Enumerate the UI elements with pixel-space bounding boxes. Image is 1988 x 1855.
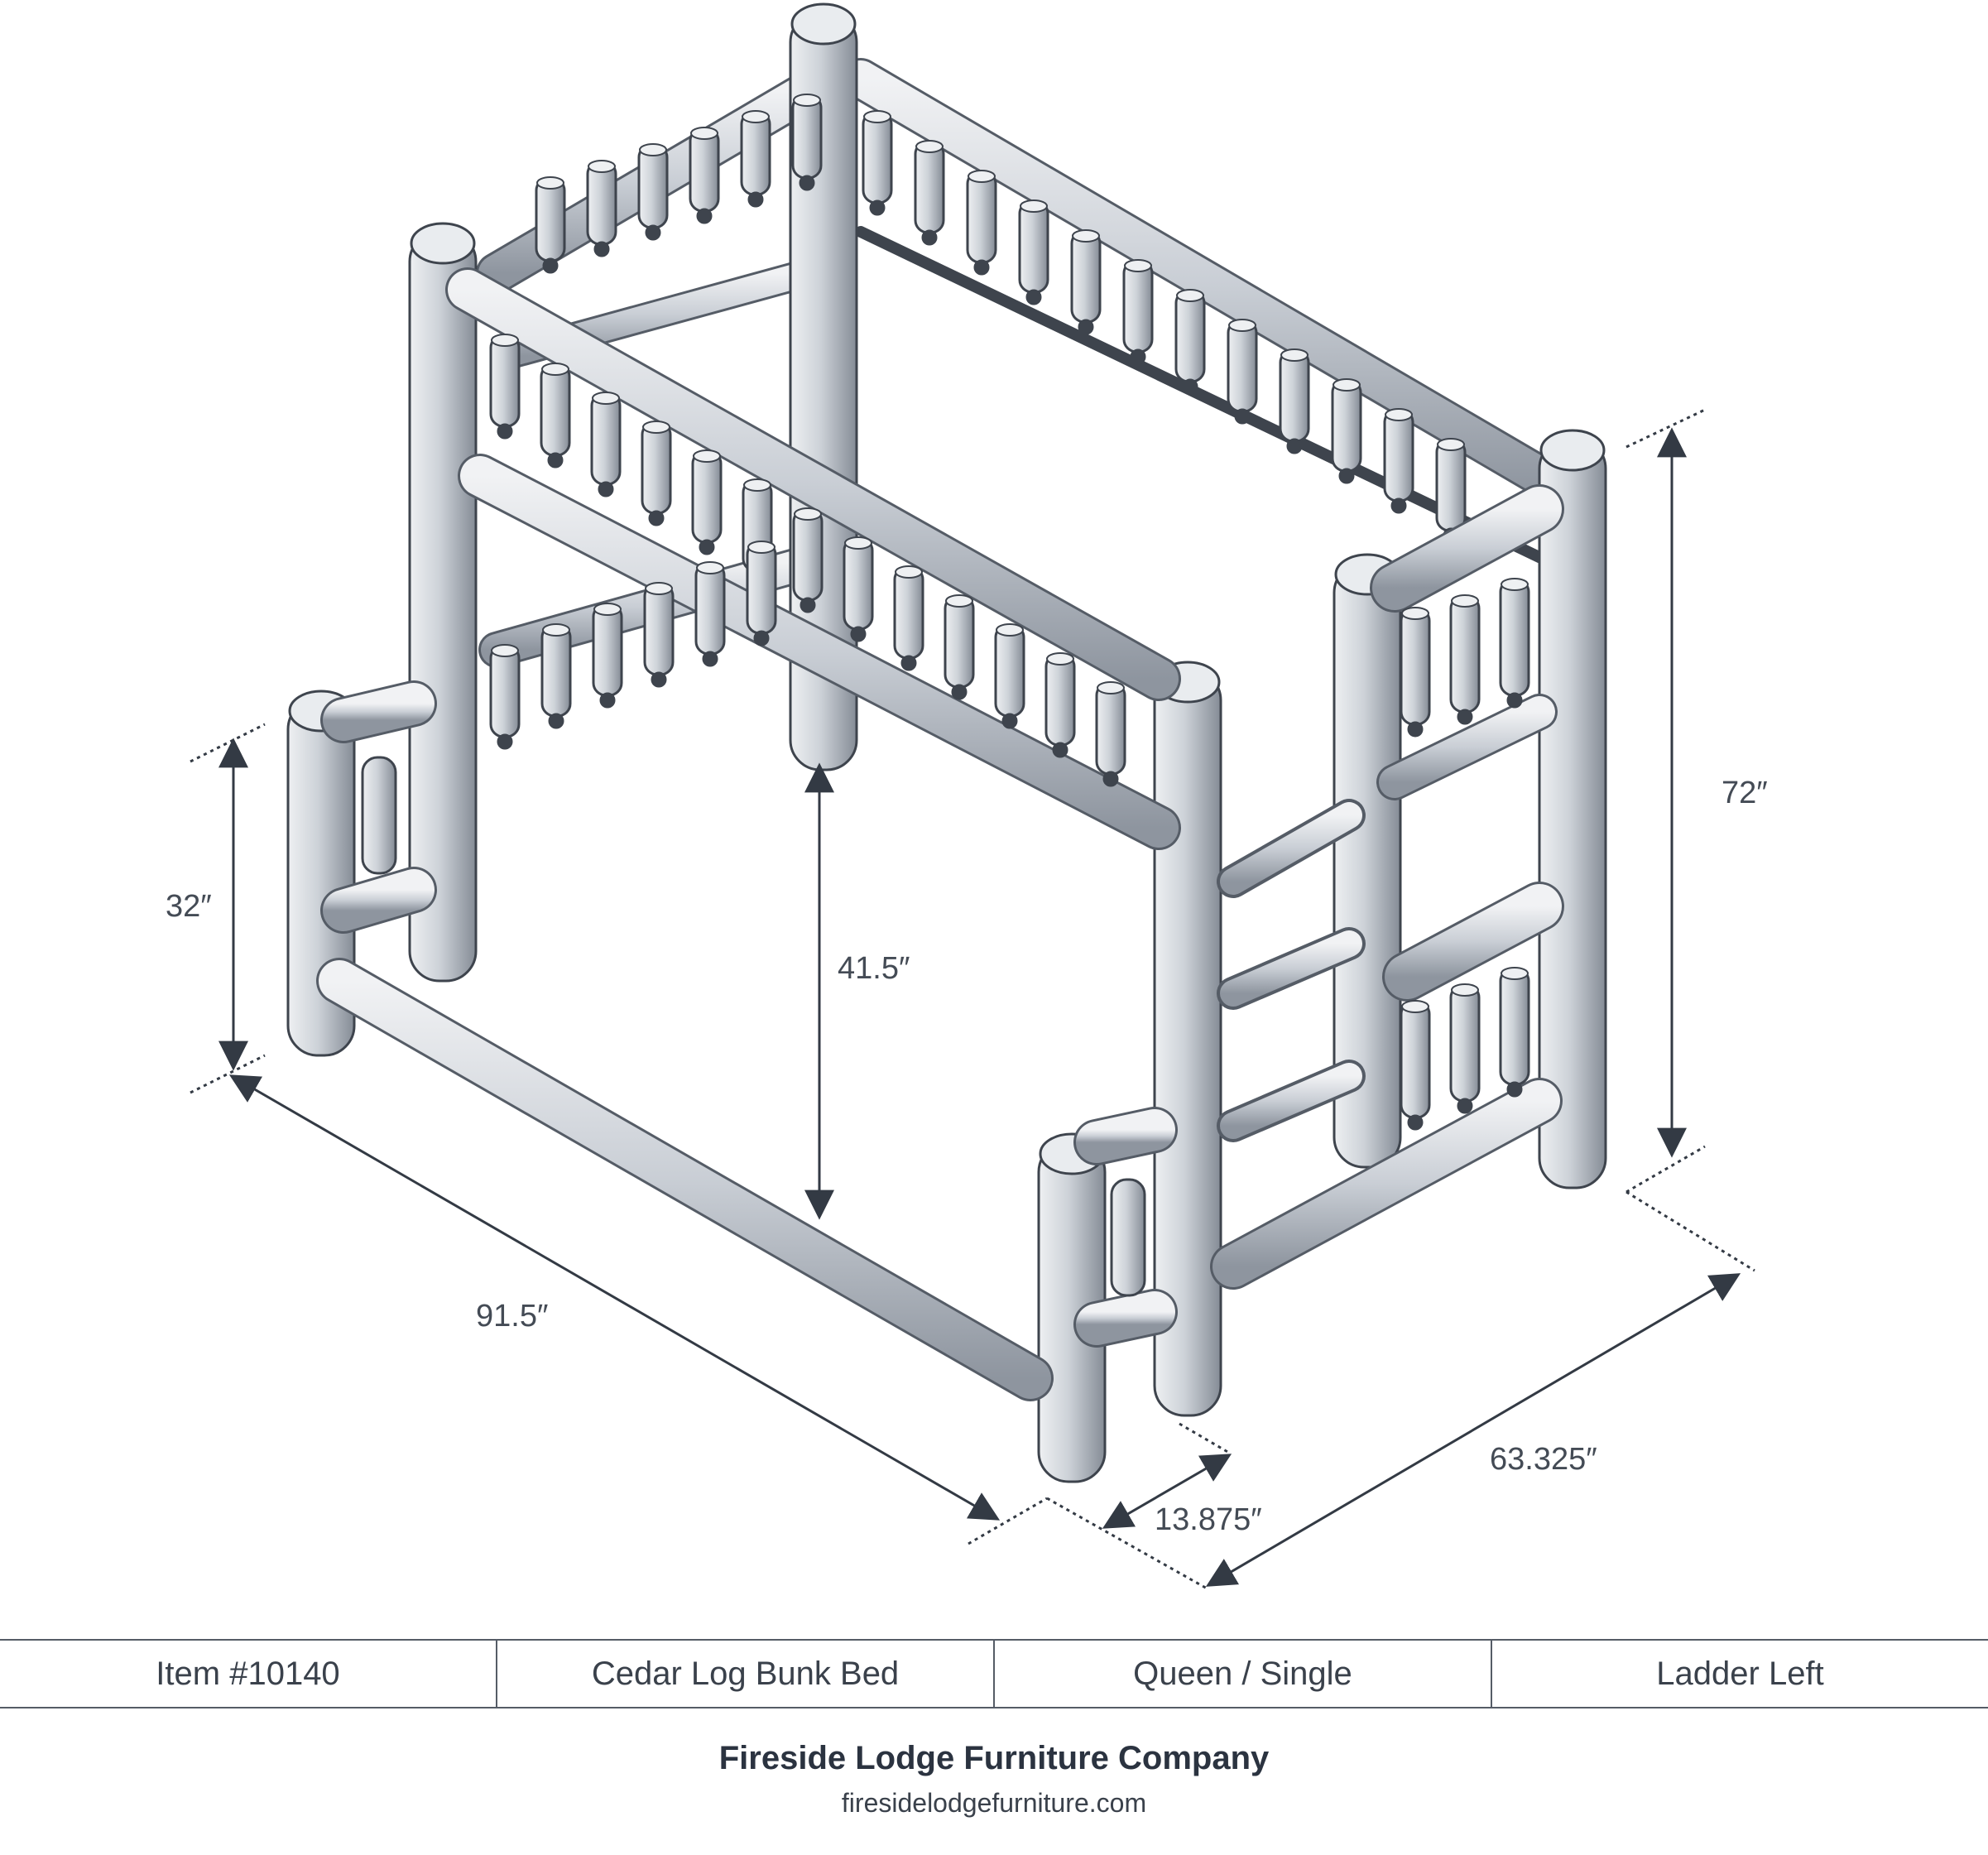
head-spindle-lower [592,603,623,697]
back-spindle [966,170,997,264]
back-spindle [1435,438,1467,532]
footboard-right [1073,1107,1178,1348]
front-spindle-upper [1095,681,1126,776]
front-spindle-upper [893,565,924,660]
dim-91-5-line [228,1074,1001,1521]
front-spindle-upper [843,536,874,631]
back-spindle [862,110,893,204]
dim-63-325-label: 63.325″ [1490,1442,1597,1477]
post-back-right [1538,437,1607,1189]
back-spindles [862,110,1467,544]
ladder [1217,799,1366,1142]
head-spindle-upper [586,160,617,246]
front-spindle-upper [792,507,824,602]
back-spindle [1174,289,1206,383]
foot-spindles [1400,578,1530,1131]
head-spindle-lower [643,582,675,676]
foot-end-rails [1210,484,1564,1290]
head-spindle-upper [535,176,566,262]
foot-spindle-lower [1449,983,1481,1103]
dimension-lines [190,408,1755,1591]
dim-41-5-label: 41.5″ [838,951,910,986]
dim-13-875-label: 13.875″ [1155,1502,1262,1537]
bed-frame [286,2,1607,1483]
front-spindle-upper [590,392,622,486]
spec-ladder: Ladder Left [1491,1641,1988,1707]
back-spindle [1070,229,1102,324]
head-spindle-upper [791,94,823,180]
spec-item-number: Item #10140 [156,1655,340,1692]
company-name: Fireside Lodge Furniture Company [718,1740,1270,1776]
foot-spindle-upper [1449,594,1481,714]
front-spindle-upper [540,363,571,457]
back-spindle [1331,378,1362,473]
head-spindle-lower [694,561,726,656]
front-spindle-upper [641,420,672,515]
spec-bar: Item #10140 Cedar Log Bunk Bed Queen / S… [0,1639,1988,1708]
foot-spindle-upper [1400,607,1431,726]
dim-72-label: 72″ [1721,776,1768,810]
front-spindle-upper [691,449,723,544]
dimension-labels: 72″ 32″ 41.5″ 91.5″ 63.325″ 13.875″ [166,776,1768,1537]
back-spindle [914,140,945,234]
head-spindle-lower [489,644,521,738]
back-spindle [1018,199,1049,294]
foot-spindle-lower [1400,1000,1431,1119]
back-spindle [1279,348,1310,443]
foot-spindle-lower [1499,967,1530,1086]
head-spindle-lower [746,541,777,635]
head-spindle-lower [540,623,572,718]
spec-product-name: Cedar Log Bunk Bed [496,1641,993,1707]
dim-13-875-line [1102,1454,1232,1529]
company-website[interactable]: firesidelodgefurniture.com [841,1788,1147,1818]
head-spindle-upper [689,127,720,213]
dim-32-label: 32″ [166,889,212,924]
dim-91-5-label: 91.5″ [476,1299,548,1334]
spec-size: Queen / Single [993,1641,1491,1707]
front-spindle-upper [1044,652,1076,747]
bunk-bed-drawing: 72″ 32″ 41.5″ 91.5″ 63.325″ 13.875″ [166,2,1768,1591]
front-spindle-upper [944,594,975,689]
front-spindle-upper [994,623,1025,718]
back-spindle [1227,319,1258,413]
head-spindle-upper [740,110,771,196]
foot-spindle-upper [1499,578,1530,697]
head-spindle-upper [637,143,669,229]
dim-63-325-line [1205,1273,1741,1587]
footboard-left [320,680,437,934]
front-spindle-upper [489,334,521,428]
back-spindle [1383,408,1414,502]
front-spindles [489,94,1126,787]
back-spindle [1122,259,1154,353]
